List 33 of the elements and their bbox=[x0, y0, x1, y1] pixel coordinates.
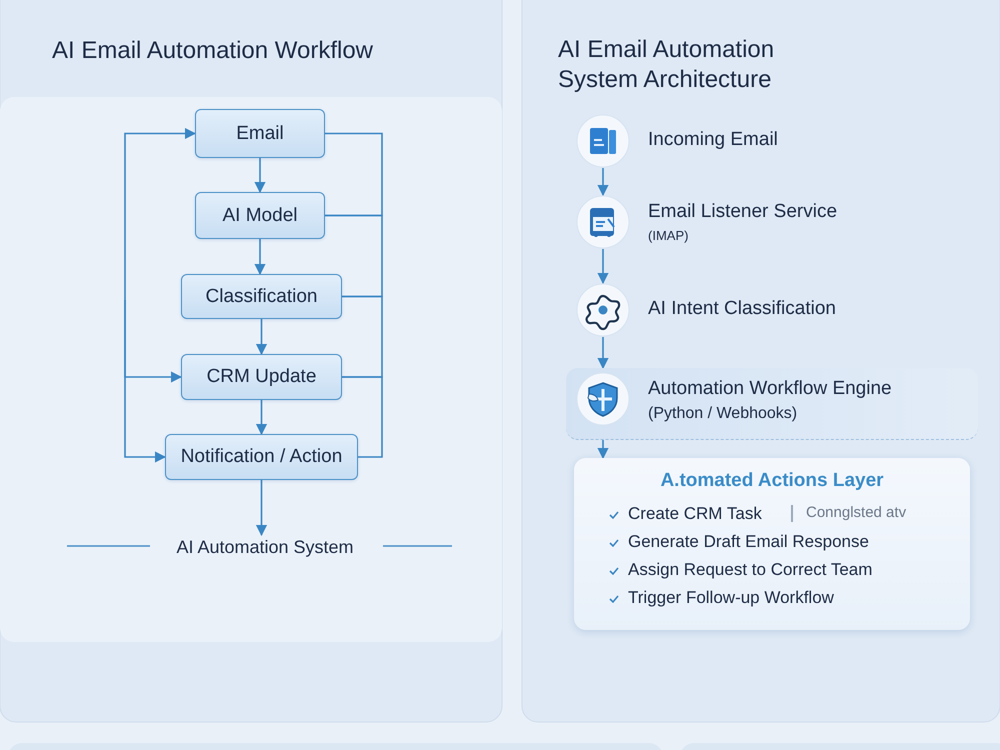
arrow bbox=[124, 300, 166, 463]
step-title: AI Intent Classification bbox=[648, 298, 836, 320]
step-title: Automation Workflow Engine bbox=[648, 378, 892, 400]
process-box: CRM Update bbox=[181, 354, 342, 400]
arrow bbox=[124, 128, 196, 300]
arrow bbox=[597, 168, 609, 196]
step-subtitle: (IMAP) bbox=[648, 228, 688, 243]
arrow bbox=[256, 319, 268, 356]
process-box: Classification bbox=[181, 274, 342, 319]
system-label: AI Automation System bbox=[158, 535, 372, 559]
arrow bbox=[597, 337, 609, 370]
status-note: Connglsted atv bbox=[806, 504, 906, 521]
action-item: Generate Draft Email Response bbox=[628, 532, 869, 552]
highlight-band bbox=[566, 368, 978, 440]
process-box: Email bbox=[195, 109, 325, 158]
arrow bbox=[254, 239, 266, 276]
action-item: Trigger Follow-up Workflow bbox=[628, 588, 834, 608]
process-box: AI Model bbox=[195, 192, 325, 239]
actions-card bbox=[574, 458, 970, 630]
arrow bbox=[256, 480, 268, 536]
panel-title: AI Email Automation Workflow bbox=[52, 36, 374, 66]
action-item: Assign Request to Correct Team bbox=[628, 560, 872, 580]
arrow bbox=[597, 249, 609, 284]
arrow bbox=[254, 158, 266, 194]
process-box: Notification / Action bbox=[165, 434, 358, 480]
panel-title: AI Email Automation System Architecture bbox=[558, 35, 776, 95]
arrow bbox=[256, 400, 268, 436]
action-item: Create CRM Task bbox=[628, 504, 762, 524]
step-title: Email Listener Service bbox=[648, 201, 838, 223]
card-heading: A.tomated Actions Layer bbox=[659, 470, 885, 492]
step-subtitle: (Python / Webhooks) bbox=[648, 405, 798, 423]
arrow bbox=[597, 440, 609, 460]
step-title: Incoming Email bbox=[648, 129, 778, 151]
